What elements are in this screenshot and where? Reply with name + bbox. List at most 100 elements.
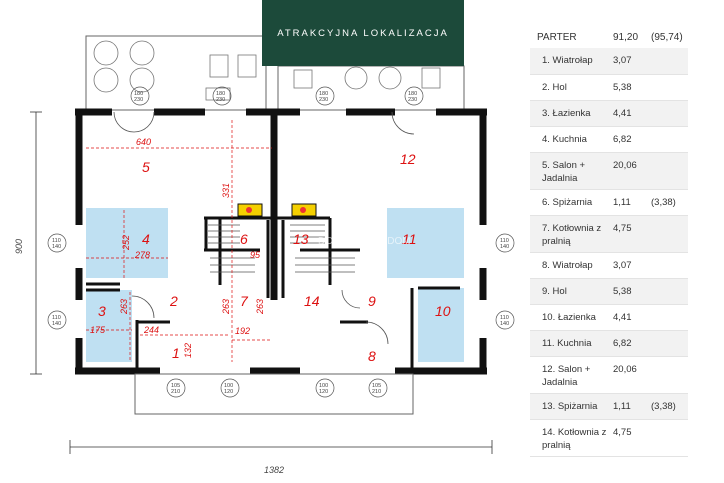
room-label-4: 4 bbox=[142, 231, 150, 247]
floor-plan: 5 12 4 6 13 11 2 7 14 9 3 10 1 8 640 331… bbox=[14, 35, 515, 475]
window-size: 210 bbox=[171, 389, 180, 395]
room-label-2: 2 bbox=[169, 293, 178, 309]
room-name: 10. Łazienka bbox=[542, 312, 596, 323]
room-area: 4,41 bbox=[613, 312, 632, 323]
overall-dimension bbox=[30, 111, 493, 454]
room-area: 4,75 bbox=[613, 427, 632, 438]
window-size: 105 bbox=[372, 383, 381, 389]
garden-chairs bbox=[93, 40, 441, 101]
window-size: 100 bbox=[224, 383, 233, 389]
room-area: 20,06 bbox=[613, 160, 637, 171]
table-row: 5. Salon + Jadalnia 20,06 bbox=[530, 153, 688, 190]
location-banner[interactable]: ATRAKCYJNA LOKALIZACJA bbox=[262, 0, 464, 66]
window-size: 105 bbox=[171, 383, 180, 389]
room-label-5: 5 bbox=[142, 159, 150, 175]
room-label-7: 7 bbox=[240, 293, 249, 309]
room-label-9: 9 bbox=[368, 293, 376, 309]
room-name: 12. Salon + Jadalnia bbox=[542, 364, 591, 388]
dimension-175: 175 bbox=[90, 325, 106, 335]
window-size: 110 bbox=[52, 238, 61, 244]
room-area: 4,41 bbox=[613, 108, 632, 119]
header-label: PARTER bbox=[537, 31, 577, 43]
table-row: 1. Wiatrołap 3,07 bbox=[530, 48, 688, 75]
front-porch bbox=[134, 373, 414, 415]
window-size: 180 bbox=[408, 91, 417, 97]
room-area: 3,07 bbox=[613, 55, 632, 66]
terrace-left bbox=[85, 35, 267, 111]
table-row: 12. Salon + Jadalnia 20,06 bbox=[530, 357, 688, 394]
room-name: 1. Wiatrołap bbox=[542, 55, 593, 66]
window-size: 210 bbox=[372, 389, 381, 395]
kitchen-fill-right bbox=[387, 208, 464, 278]
room-name: 14. Kotłownia z pralnią bbox=[542, 427, 607, 451]
room-name: 3. Łazienka bbox=[542, 108, 591, 119]
room-area-total bbox=[651, 331, 688, 356]
room-area-total: (3,38) bbox=[651, 401, 676, 412]
dimension-lines bbox=[86, 120, 272, 362]
room-area-total bbox=[651, 253, 688, 278]
room-area-total bbox=[651, 127, 688, 152]
room-area-total bbox=[651, 279, 688, 304]
window-size: 100 bbox=[319, 383, 328, 389]
room-name: 13. Spiżarnia bbox=[542, 401, 598, 412]
window-size: 120 bbox=[319, 389, 328, 395]
room-label-13: 13 bbox=[293, 231, 309, 247]
dimension-252: 252 bbox=[121, 235, 131, 251]
banner-text: ATRAKCYJNA LOKALIZACJA bbox=[277, 27, 449, 39]
room-label-12: 12 bbox=[400, 151, 416, 167]
table-row: 10. Łazienka 4,41 bbox=[530, 305, 688, 331]
overall-height: 900 bbox=[14, 239, 24, 254]
kitchen-fill bbox=[86, 208, 168, 278]
window-size: 110 bbox=[52, 315, 61, 321]
room-label-10: 10 bbox=[435, 303, 451, 319]
room-label-6: 6 bbox=[240, 231, 248, 247]
dimension-263-right: 263 bbox=[255, 299, 265, 315]
window-size: 180 bbox=[134, 91, 143, 97]
room-label-8: 8 bbox=[368, 348, 376, 364]
room-area: 1,11 bbox=[613, 197, 631, 208]
window-size: 110 bbox=[500, 238, 509, 244]
dimension-331: 331 bbox=[221, 183, 231, 198]
window-size: 230 bbox=[408, 97, 417, 103]
room-area-total bbox=[651, 153, 688, 189]
table-row: 2. Hol 5,38 bbox=[530, 75, 688, 101]
room-area-total bbox=[651, 305, 688, 330]
room-name: 5. Salon + Jadalnia bbox=[542, 160, 586, 184]
window-size: 140 bbox=[52, 244, 61, 250]
bathroom-fill-right bbox=[418, 288, 464, 362]
walls bbox=[75, 108, 487, 375]
dimension-192: 192 bbox=[235, 326, 250, 336]
doors bbox=[113, 111, 415, 345]
table-row: 6. Spiżarnia 1,11 (3,38) bbox=[530, 190, 688, 216]
room-area-total: (3,38) bbox=[651, 197, 676, 208]
dimension-640: 640 bbox=[136, 137, 151, 147]
room-area: 5,38 bbox=[613, 82, 632, 93]
header-area: 91,20 bbox=[613, 31, 639, 43]
room-label-11: 11 bbox=[402, 231, 417, 247]
room-label-14: 14 bbox=[304, 293, 320, 309]
window-size: 230 bbox=[216, 97, 225, 103]
window-size: 180 bbox=[319, 91, 328, 97]
table-row: 14. Kotłownia z pralnią 4,75 bbox=[530, 420, 688, 457]
room-area: 6,82 bbox=[613, 134, 632, 145]
room-area-total bbox=[651, 101, 688, 126]
room-name: 4. Kuchnia bbox=[542, 134, 587, 145]
room-area: 20,06 bbox=[613, 364, 637, 375]
dimension-263-left: 263 bbox=[119, 299, 129, 315]
room-area: 6,82 bbox=[613, 338, 632, 349]
window-size: 180 bbox=[216, 91, 225, 97]
room-area-total bbox=[651, 75, 688, 100]
window-markers bbox=[47, 86, 515, 398]
window-size: 110 bbox=[500, 315, 509, 321]
room-name: 6. Spiżarnia bbox=[542, 197, 593, 208]
watermark: DOMY z GRANDOM bbox=[318, 236, 411, 247]
window-size: 140 bbox=[500, 321, 509, 327]
room-name: 2. Hol bbox=[542, 82, 567, 93]
table-row: 3. Łazienka 4,41 bbox=[530, 101, 688, 127]
table-header: PARTER 91,20 (95,74) bbox=[530, 26, 688, 48]
fire-icon bbox=[300, 207, 306, 213]
